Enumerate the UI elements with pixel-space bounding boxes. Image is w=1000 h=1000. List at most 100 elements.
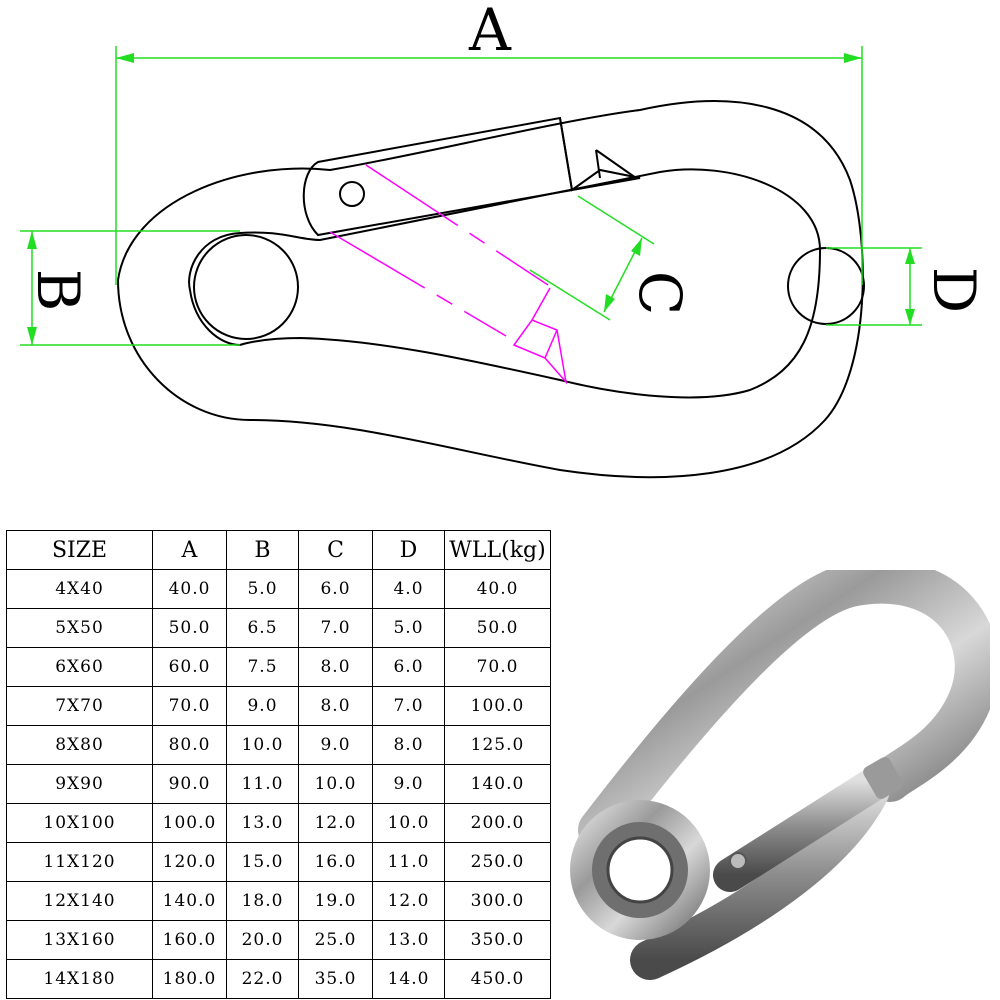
eye-hole: [193, 234, 299, 340]
cell-size: 8X80: [6, 725, 153, 765]
cell-a: 140.0: [152, 881, 227, 921]
carabiner-gate: [713, 757, 903, 892]
header-size: SIZE: [6, 530, 153, 570]
cell-c: 12.0: [298, 803, 373, 843]
cell-b: 15.0: [226, 842, 299, 882]
carabiner-eye: [570, 800, 710, 940]
dimension-lines: [20, 46, 922, 346]
header-d: D: [372, 530, 445, 570]
cell-size: 9X90: [6, 764, 153, 804]
cell-d: 4.0: [372, 569, 445, 609]
cell-a: 60.0: [152, 647, 227, 687]
cell-wll: 140.0: [444, 764, 551, 804]
carabiner-technical-drawing: A B C D: [20, 0, 988, 479]
cell-wll: 125.0: [444, 725, 551, 765]
cell-size: 7X70: [6, 686, 153, 726]
gate-outline: [302, 116, 641, 237]
cell-wll: 250.0: [444, 842, 551, 882]
cell-size: 6X60: [6, 647, 153, 687]
cell-d: 13.0: [372, 920, 445, 960]
carabiner-product-photo: [570, 570, 990, 980]
cell-c: 7.0: [298, 608, 373, 648]
cell-b: 9.0: [226, 686, 299, 726]
cell-d: 6.0: [372, 647, 445, 687]
cell-size: 12X140: [6, 881, 153, 921]
cell-d: 8.0: [372, 725, 445, 765]
header-c: C: [298, 530, 373, 570]
cell-b: 6.5: [226, 608, 299, 648]
cell-a: 160.0: [152, 920, 227, 960]
wire-cross-section: [787, 247, 865, 325]
cell-c: 9.0: [298, 725, 373, 765]
gate-pin-circle: [339, 181, 365, 207]
cell-b: 7.5: [226, 647, 299, 687]
cell-wll: 350.0: [444, 920, 551, 960]
cell-d: 9.0: [372, 764, 445, 804]
cell-a: 40.0: [152, 569, 227, 609]
gate-latch: [559, 117, 637, 191]
cell-c: 8.0: [298, 647, 373, 687]
cell-size: 5X50: [6, 608, 153, 648]
cell-c: 6.0: [298, 569, 373, 609]
cell-a: 180.0: [152, 959, 227, 999]
dimension-label-d: D: [920, 267, 988, 314]
cell-c: 8.0: [298, 686, 373, 726]
carabiner-outer-outline: [116, 100, 864, 479]
cell-wll: 300.0: [444, 881, 551, 921]
cell-wll: 40.0: [444, 569, 551, 609]
cell-a: 80.0: [152, 725, 227, 765]
cell-size: 10X100: [6, 803, 153, 843]
cell-a: 100.0: [152, 803, 227, 843]
cell-d: 10.0: [372, 803, 445, 843]
gate-guide-lines: [329, 164, 568, 385]
cell-size: 13X160: [6, 920, 153, 960]
cell-size: 14X180: [6, 959, 153, 999]
cell-c: 16.0: [298, 842, 373, 882]
cell-a: 50.0: [152, 608, 227, 648]
cell-a: 120.0: [152, 842, 227, 882]
cell-a: 70.0: [152, 686, 227, 726]
cell-b: 10.0: [226, 725, 299, 765]
cell-wll: 100.0: [444, 686, 551, 726]
cell-d: 14.0: [372, 959, 445, 999]
eye-collar: [188, 232, 241, 346]
cell-c: 35.0: [298, 959, 373, 999]
cell-b: 13.0: [226, 803, 299, 843]
cell-c: 19.0: [298, 881, 373, 921]
header-a: A: [152, 530, 227, 570]
cell-b: 5.0: [226, 569, 299, 609]
dimension-label-c: C: [626, 271, 694, 315]
cell-c: 10.0: [298, 764, 373, 804]
dimension-label-b: B: [24, 269, 92, 312]
cell-d: 11.0: [372, 842, 445, 882]
header-wll: WLL(kg): [444, 530, 551, 570]
cell-wll: 70.0: [444, 647, 551, 687]
cell-wll: 200.0: [444, 803, 551, 843]
cell-wll: 450.0: [444, 959, 551, 999]
cell-a: 90.0: [152, 764, 227, 804]
cell-d: 7.0: [372, 686, 445, 726]
header-b: B: [226, 530, 299, 570]
table-header-row: SIZE A B C D WLL(kg): [6, 530, 551, 570]
cell-d: 12.0: [372, 881, 445, 921]
carabiner-inner-outline: [239, 168, 822, 399]
cell-b: 20.0: [226, 920, 299, 960]
cell-b: 18.0: [226, 881, 299, 921]
cell-size: 4X40: [6, 569, 153, 609]
cell-b: 11.0: [226, 764, 299, 804]
dimension-label-a: A: [468, 0, 512, 64]
cell-b: 22.0: [226, 959, 299, 999]
